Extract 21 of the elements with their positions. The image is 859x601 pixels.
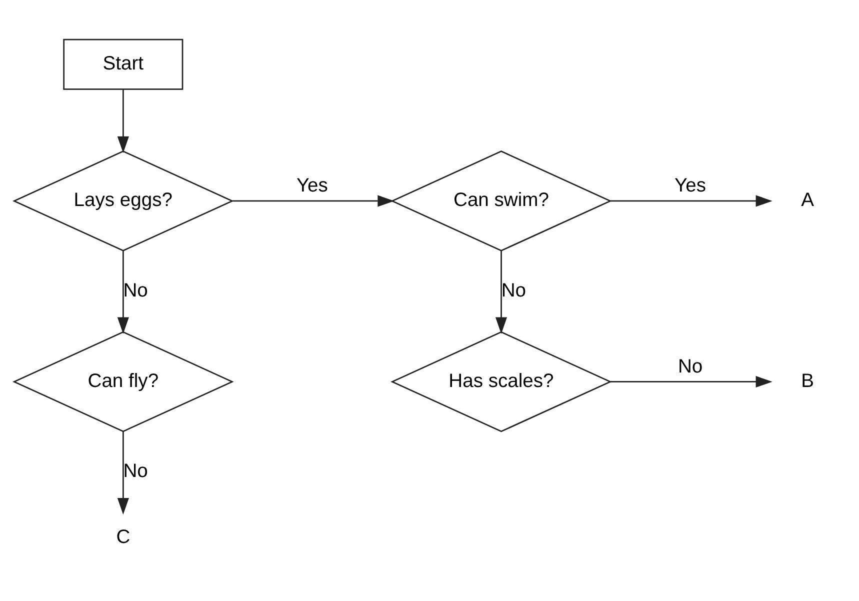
node-box: Start bbox=[63, 38, 184, 90]
edge-label: No bbox=[501, 280, 526, 301]
node-diamond: Lays eggs? bbox=[12, 150, 234, 251]
edge-label: No bbox=[678, 356, 703, 377]
arrow bbox=[117, 250, 129, 334]
node-text: C bbox=[116, 526, 130, 548]
edge-label: No bbox=[123, 460, 148, 482]
edge-label: Yes bbox=[674, 175, 706, 196]
node-text: A bbox=[801, 190, 814, 211]
arrow bbox=[610, 194, 772, 206]
arrow bbox=[117, 89, 129, 152]
arrow bbox=[117, 431, 129, 514]
node-text: B bbox=[801, 370, 814, 392]
edge-label: No bbox=[123, 280, 148, 301]
node-diamond: Can swim? bbox=[390, 150, 612, 251]
node-diamond: Can fly? bbox=[12, 330, 234, 432]
edge-label: Yes bbox=[296, 175, 328, 196]
arrow bbox=[232, 194, 394, 206]
node-diamond: Has scales? bbox=[390, 330, 612, 432]
arrow bbox=[610, 375, 772, 388]
arrow bbox=[495, 250, 508, 334]
